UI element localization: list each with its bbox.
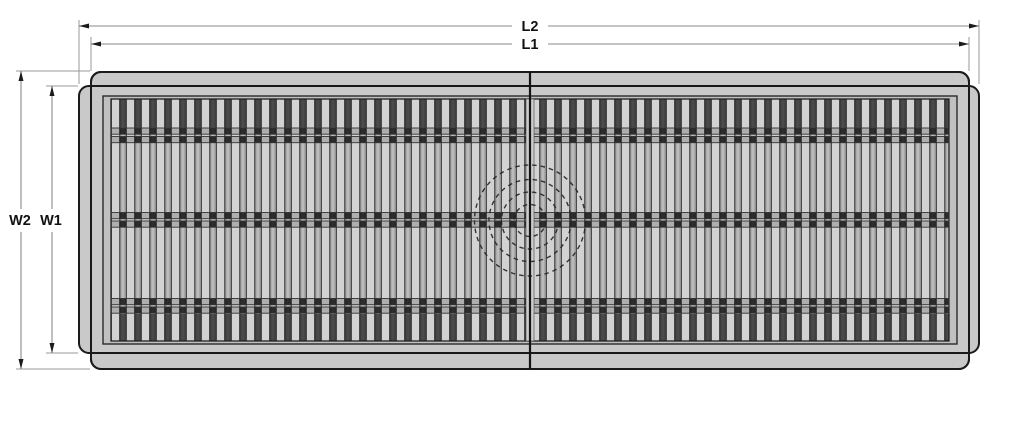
dimension-label-w1: W1	[40, 213, 62, 229]
arrowhead-w1-bottom	[49, 343, 55, 353]
dimension-l1: L1	[91, 37, 969, 53]
arrowhead-l2-left	[79, 23, 89, 29]
arrowhead-w1-top	[49, 86, 55, 96]
dimension-label-l2: L2	[522, 19, 539, 35]
arrowhead-l1-left	[91, 41, 101, 47]
extension-lines	[16, 20, 980, 370]
dimension-label-l1: L1	[522, 37, 539, 53]
arrowhead-w2-bottom	[18, 359, 24, 369]
dimension-l2: L2	[79, 19, 979, 35]
dimension-w1: W1	[40, 86, 62, 353]
arrowhead-l1-right	[959, 41, 969, 47]
dimension-label-w2: W2	[9, 213, 31, 229]
arrowhead-w2-top	[18, 71, 24, 81]
dimension-w2: W2	[9, 71, 31, 369]
arrowhead-l2-right	[969, 23, 979, 29]
